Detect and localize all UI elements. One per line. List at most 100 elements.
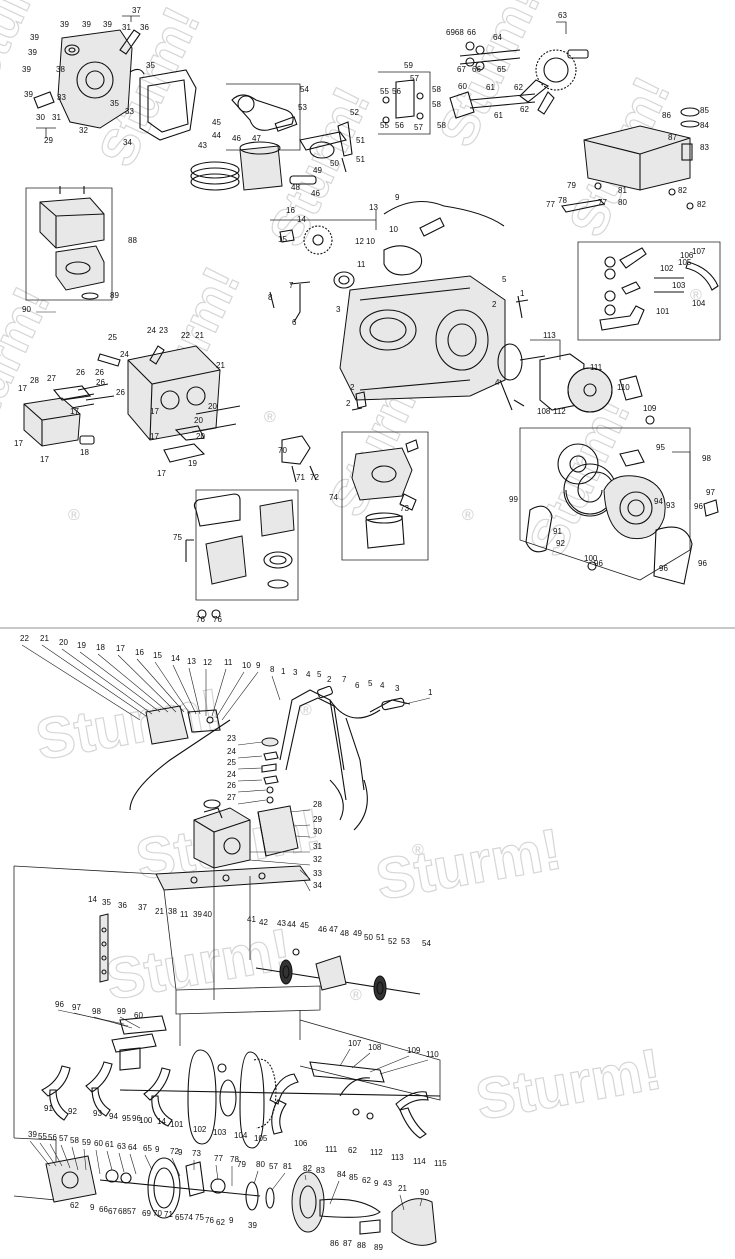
engine-part-label-109: 20 bbox=[208, 402, 217, 411]
engine-part-label-94: 101 bbox=[656, 307, 670, 316]
tiller-part-label-100: 64 bbox=[128, 1143, 137, 1152]
frame-plate bbox=[155, 865, 311, 891]
engine-part-label-46: 64 bbox=[493, 33, 502, 42]
tiller-part-label-57: 50 bbox=[364, 933, 373, 942]
carburetor-box bbox=[341, 431, 429, 561]
valve-cover bbox=[23, 385, 95, 447]
engine-part-label-40: 55 bbox=[380, 121, 389, 130]
engine-part-label-39: 58 bbox=[432, 100, 441, 109]
engine-part-label-63: 82 bbox=[678, 186, 687, 195]
engine-part-label-122: 4 bbox=[495, 378, 500, 387]
engine-part-label-120: 113 bbox=[543, 331, 556, 340]
engine-part-label-90: 105 bbox=[678, 258, 692, 267]
valve-assembly bbox=[378, 41, 536, 135]
engine-part-label-87: 2 bbox=[492, 300, 497, 309]
tiller-part-label-47: 40 bbox=[203, 910, 212, 919]
cover-gasket bbox=[139, 69, 197, 141]
engine-part-label-66: 77 bbox=[598, 198, 607, 207]
tiller-part-label-77: 100 bbox=[139, 1116, 153, 1125]
engine-part-label-20: 54 bbox=[300, 85, 309, 94]
tiller-part-label-21: 6 bbox=[355, 681, 360, 690]
tiller-part-label-79: 101 bbox=[170, 1120, 184, 1129]
engine-part-label-27: 52 bbox=[350, 108, 359, 117]
engine-part-label-95: 25 bbox=[108, 333, 117, 342]
engine-part-label-82: 7 bbox=[289, 281, 294, 290]
upper-brackets bbox=[57, 1009, 429, 1083]
throttle-lever-box bbox=[577, 241, 721, 341]
engine-part-label-106: 26 bbox=[96, 378, 105, 387]
tiller-part-label-83: 105 bbox=[254, 1134, 268, 1143]
tiller-part-label-70: 110 bbox=[426, 1050, 439, 1059]
tiller-part-label-131: 74 bbox=[184, 1213, 193, 1222]
engine-part-label-70: 9 bbox=[395, 193, 400, 202]
engine-part-label-26: 47 bbox=[252, 134, 261, 143]
engine-part-label-75: 12 bbox=[355, 237, 364, 246]
engine-part-label-6: 39 bbox=[30, 33, 39, 42]
tiller-part-label-49: 42 bbox=[259, 918, 268, 927]
engine-part-label-9: 35 bbox=[146, 61, 155, 70]
flywheel-ignition bbox=[497, 339, 655, 425]
engine-part-label-11: 39 bbox=[24, 90, 33, 99]
tiller-part-label-118: 43 bbox=[383, 1179, 392, 1188]
tiller-part-label-30: 26 bbox=[227, 781, 236, 790]
carb-linkage bbox=[281, 435, 317, 483]
engine-part-label-44: 6968 bbox=[446, 28, 464, 37]
engine-part-label-98: 22 bbox=[181, 331, 190, 340]
engine-part-label-36: 55 bbox=[380, 87, 389, 96]
tiller-part-label-81: 103 bbox=[213, 1128, 227, 1137]
engine-part-label-100: 24 bbox=[120, 350, 129, 359]
crankshaft-box bbox=[226, 83, 301, 151]
tiller-part-label-19: 2 bbox=[327, 675, 332, 684]
tiller-part-label-61: 54 bbox=[422, 939, 431, 948]
engine-part-label-45: 66 bbox=[467, 28, 476, 37]
tiller-part-label-6: 16 bbox=[135, 648, 144, 657]
tiller-part-label-89: 114 bbox=[413, 1157, 426, 1166]
engine-part-label-48: 66 bbox=[472, 65, 481, 74]
engine-part-label-80: 90 bbox=[22, 305, 31, 314]
engine-part-label-42: 57 bbox=[414, 123, 423, 132]
engine-part-label-56: 85 bbox=[700, 106, 709, 115]
engine-part-label-101: 21 bbox=[216, 361, 225, 370]
tiller-part-label-107: 78 bbox=[230, 1155, 239, 1164]
engine-part-label-105: 27 bbox=[47, 374, 56, 383]
tiller-part-label-117: 9 bbox=[374, 1179, 379, 1188]
tiller-part-label-4: 18 bbox=[96, 643, 105, 652]
tiller-part-label-87: 112 bbox=[370, 1148, 383, 1157]
tiller-part-label-76: 96 bbox=[132, 1114, 141, 1123]
tiller-part-label-44: 38 bbox=[168, 907, 177, 916]
tiller-part-label-67: 107 bbox=[348, 1039, 362, 1048]
engine-part-label-51: 60 bbox=[458, 82, 467, 91]
engine-part-label-8: 38 bbox=[56, 65, 65, 74]
engine-part-label-84: 3 bbox=[336, 305, 341, 314]
tiller-part-label-138: 87 bbox=[343, 1239, 352, 1248]
engine-part-label-71: 16 bbox=[286, 206, 295, 215]
tiller-part-label-43: 21 bbox=[155, 907, 164, 916]
tiller-part-label-29: 24 bbox=[227, 770, 236, 779]
tiller-part-label-33: 29 bbox=[313, 815, 322, 824]
tiller-part-label-40: 35 bbox=[102, 898, 111, 907]
tiller-part-label-23: 4 bbox=[380, 681, 385, 690]
engine-part-label-131: 72 bbox=[310, 473, 319, 482]
tiller-part-label-104: 9 bbox=[178, 1148, 183, 1157]
engine-part-label-89: 107 bbox=[692, 247, 706, 256]
tiller-part-label-2: 20 bbox=[59, 638, 68, 647]
engine-part-label-116: 18 bbox=[80, 448, 89, 457]
tiller-part-label-20: 7 bbox=[342, 675, 347, 684]
engine-part-label-58: 84 bbox=[700, 121, 709, 130]
handlebar-assembly bbox=[279, 685, 411, 831]
tiller-part-label-109: 80 bbox=[256, 1160, 265, 1169]
engine-exploded-view bbox=[23, 15, 721, 619]
engine-part-label-136: 94 bbox=[654, 497, 663, 506]
air-intake-box bbox=[185, 489, 299, 619]
tines-right bbox=[269, 1073, 429, 1139]
tiller-part-label-24: 3 bbox=[395, 684, 400, 693]
engine-part-label-85: 5 bbox=[502, 275, 507, 284]
tiller-part-label-26: 23 bbox=[227, 734, 236, 743]
engine-part-label-73: 15 bbox=[278, 235, 287, 244]
tiller-part-label-88: 113 bbox=[391, 1153, 404, 1162]
engine-part-label-113: 17 bbox=[14, 439, 23, 448]
engine-part-label-92: 103 bbox=[672, 281, 686, 290]
engine-part-label-133: 73 bbox=[400, 504, 409, 513]
engine-part-label-134: 95 bbox=[656, 443, 665, 452]
engine-part-label-16: 31 bbox=[52, 113, 61, 122]
